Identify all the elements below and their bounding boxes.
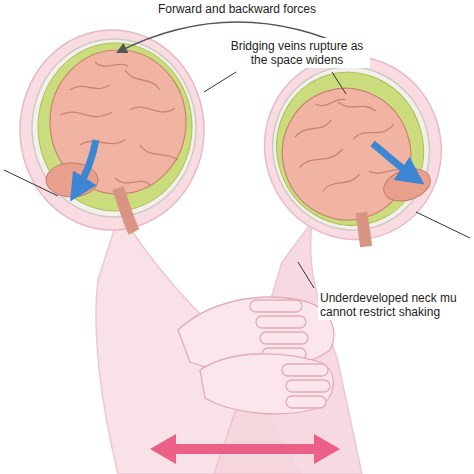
head-backward bbox=[241, 33, 467, 268]
shaking-double-arrow bbox=[150, 434, 340, 464]
adult-hands bbox=[178, 297, 334, 414]
callout-label: Bridging veins rupture as the space wide… bbox=[224, 38, 370, 68]
force-label: Forward and backward forces bbox=[152, 1, 322, 17]
head-forward bbox=[20, 30, 204, 232]
leader-lines bbox=[4, 72, 470, 288]
callout-label: Underdeveloped neck mu cannot restrict s… bbox=[318, 290, 470, 320]
